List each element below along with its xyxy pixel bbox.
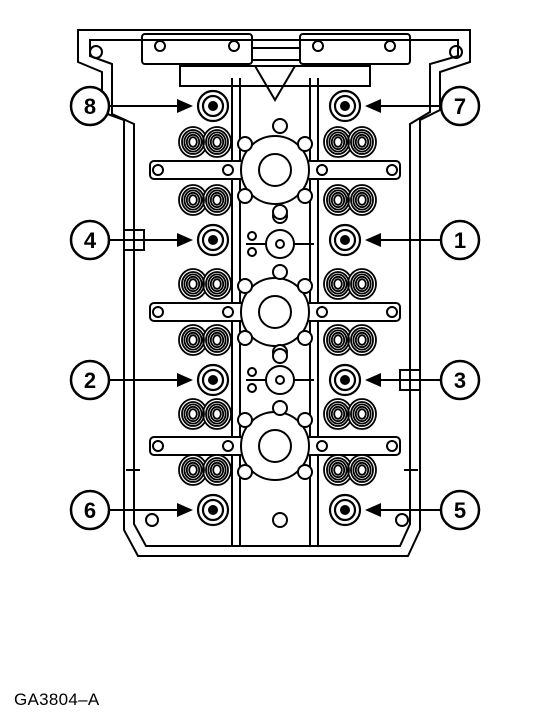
cam-bridge <box>149 277 401 347</box>
valve-spring <box>323 184 377 216</box>
callout-7: 7 <box>365 85 481 127</box>
head-bolts <box>196 89 362 527</box>
valve-spring <box>323 268 377 300</box>
callout-4: 4 <box>69 219 193 261</box>
arrowhead <box>365 503 381 517</box>
arrowhead <box>177 99 193 113</box>
callout-bubble <box>439 85 481 127</box>
callout-label: 5 <box>454 498 466 523</box>
callout-label: 7 <box>454 94 466 119</box>
head-bolt <box>196 89 230 123</box>
arrowhead <box>177 233 193 247</box>
callout-label: 3 <box>454 368 466 393</box>
valve-springs <box>178 126 377 486</box>
stud <box>272 118 288 134</box>
head-bolt <box>328 89 362 123</box>
callout-5: 5 <box>365 489 481 531</box>
cam-bridge <box>149 135 401 205</box>
cam-bridge <box>149 411 401 481</box>
callout-label: 2 <box>84 368 96 393</box>
callout-8: 8 <box>69 85 193 127</box>
valve-spring <box>178 126 232 158</box>
arrowhead <box>365 99 381 113</box>
figure-caption: GA3804–A <box>14 690 100 709</box>
callout-bubble <box>69 489 111 531</box>
head-bolt <box>328 223 362 257</box>
stud <box>272 512 288 528</box>
callout-bubble <box>69 85 111 127</box>
callout-3: 3 <box>365 359 481 401</box>
callout-1: 1 <box>365 219 481 261</box>
arrowhead <box>365 373 381 387</box>
callout-label: 4 <box>84 228 97 253</box>
callout-bubble <box>69 219 111 261</box>
callout-label: 8 <box>84 94 96 119</box>
arrowhead <box>365 233 381 247</box>
callout-bubble <box>439 219 481 261</box>
callout-label: 1 <box>454 228 466 253</box>
plug-well <box>246 208 314 280</box>
head-bolt <box>328 493 362 527</box>
head-bolt <box>196 223 230 257</box>
callout-label: 6 <box>84 498 96 523</box>
valve-spring <box>178 454 232 486</box>
head-bolt <box>328 363 362 397</box>
camshaft-bridges <box>149 135 401 481</box>
valve-spring <box>178 184 232 216</box>
stud <box>272 204 288 220</box>
arrowhead <box>177 373 193 387</box>
callout-bubble <box>439 359 481 401</box>
callout-6: 6 <box>69 489 193 531</box>
valve-spring <box>323 454 377 486</box>
valve-spring <box>178 324 232 356</box>
head-bolt <box>196 363 230 397</box>
bolt-callouts: 8 7 4 1 2 3 6 5 <box>69 85 481 531</box>
stud <box>272 348 288 364</box>
valve-spring <box>323 324 377 356</box>
valve-spring <box>323 126 377 158</box>
callout-2: 2 <box>69 359 193 401</box>
valve-spring <box>323 398 377 430</box>
valve-spring <box>178 398 232 430</box>
callout-bubble <box>69 359 111 401</box>
spark-plug-wells <box>246 118 314 528</box>
callout-bubble <box>439 489 481 531</box>
arrowhead <box>177 503 193 517</box>
head-bolt <box>196 493 230 527</box>
valve-spring <box>178 268 232 300</box>
